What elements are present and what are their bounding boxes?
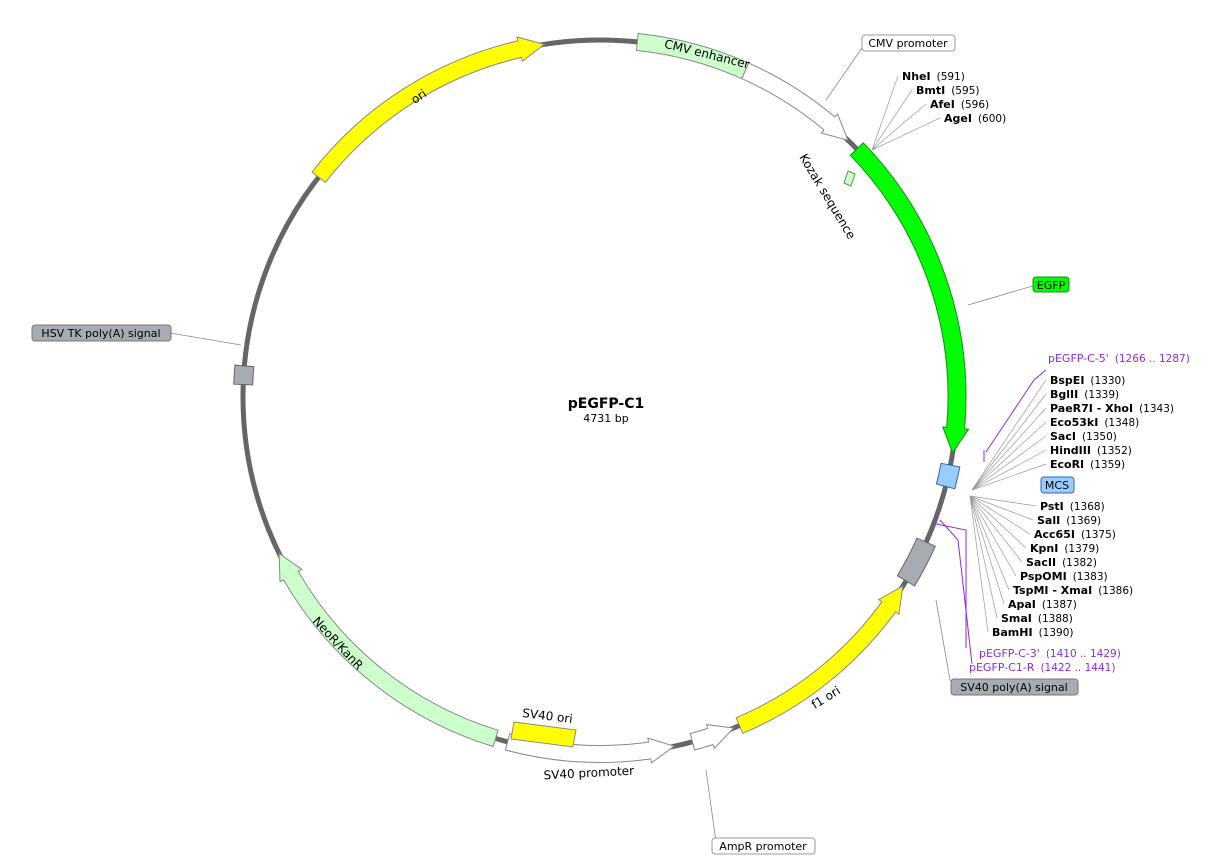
callout-mcs[interactable]: MCS [1040, 476, 1075, 494]
callout-lines [169, 43, 1037, 843]
site-leader-line [969, 495, 998, 619]
site-leader-line [971, 379, 1047, 491]
callout-cmv-promoter[interactable]: CMV promoter [861, 34, 956, 52]
site-leader-line [971, 463, 1047, 491]
site-label-psti: PstI(1368) [1040, 500, 1105, 513]
site-leader-line [969, 495, 989, 633]
site-leader-line [871, 75, 899, 151]
feature-neor-kanr[interactable] [278, 552, 499, 748]
feature-sv40-ori[interactable] [510, 721, 577, 748]
site-label-bamhi: BamHI(1390) [992, 626, 1074, 639]
label-neor-kanr: NeoR/KanR [310, 614, 366, 673]
site-label-kpni: KpnI(1379) [1030, 542, 1099, 555]
label-egfp: EGFP [1037, 279, 1066, 292]
callout-hsv-tk-polya[interactable]: HSV TK poly(A) signal [31, 324, 172, 342]
site-label-paer7i-xhoi: PaeR7I - XhoI(1343) [1050, 402, 1174, 415]
primer-label-pegfp-c-5: pEGFP-C-5'(1266 .. 1287) [1048, 352, 1190, 365]
site-label-afei: AfeI(596) [930, 98, 989, 111]
site-label-saci: SacI(1350) [1050, 430, 1117, 443]
label-ampr-promoter: AmpR promoter [719, 840, 807, 853]
site-label-bspei: BspEI(1330) [1050, 374, 1125, 387]
callout-egfp[interactable]: EGFP [1032, 276, 1070, 293]
site-label-tspmi-xmai: TspMI - XmaI(1386) [1013, 584, 1133, 597]
feature-mcs[interactable] [935, 462, 961, 490]
site-leader-line [969, 495, 1037, 507]
site-label-sali: SalI(1369) [1037, 514, 1101, 527]
label-sv40-polya: SV40 poly(A) signal [960, 681, 1067, 694]
site-label-apai: ApaI(1387) [1008, 598, 1077, 611]
site-label-bmti: BmtI(595) [916, 84, 979, 97]
plasmid-name: pEGFP-C1 [568, 396, 644, 412]
site-leader-line [871, 117, 941, 151]
site-leader-line [871, 89, 913, 151]
plasmid-length: 4731 bp [583, 412, 628, 425]
site-label-agei: AgeI(600) [944, 112, 1006, 125]
site-label-hindiii: HindIII(1352) [1050, 444, 1132, 457]
label-hsv-tk-polya: HSV TK poly(A) signal [41, 327, 160, 340]
label-kozak: Kozak sequence [796, 151, 858, 241]
feature-egfp[interactable] [849, 142, 970, 454]
primer-label-pegfp-c-3-: pEGFP-C-3'(1410 .. 1429) [979, 647, 1121, 660]
label-sv40-promoter: SV40 promoter [543, 764, 634, 783]
feature-ampr-promoter[interactable] [689, 724, 735, 751]
label-mcs: MCS [1045, 479, 1069, 492]
site-leader-line [971, 435, 1047, 491]
site-leader-line [969, 495, 1010, 591]
site-label-bglii: BglII(1339) [1050, 388, 1119, 401]
primer-leader-lines [935, 369, 1047, 665]
feature-kozak[interactable] [843, 170, 856, 187]
feature-hsv-tk-polya[interactable] [233, 364, 255, 386]
label-sv40-ori: SV40 ori [522, 706, 574, 726]
site-leader-line [971, 421, 1047, 491]
feature-f1-ori[interactable] [735, 585, 904, 735]
feature-sv40-polya[interactable] [896, 537, 936, 587]
site-leader-line [871, 103, 927, 151]
site-leader-line [969, 495, 1034, 521]
site-leader-line [971, 449, 1047, 491]
site-label-acc65i: Acc65I(1375) [1034, 528, 1116, 541]
feature-cmv-promoter[interactable] [741, 62, 849, 141]
site-leader-line [971, 393, 1047, 491]
site-leader-line [969, 495, 1027, 549]
callout-ampr-promoter[interactable]: AmpR promoter [711, 837, 816, 855]
site-label-ecori: EcoRI(1359) [1050, 458, 1125, 471]
site-label-nhei: NheI(591) [902, 70, 965, 83]
site-label-eco53ki: Eco53kI(1348) [1050, 416, 1139, 429]
site-leader-line [969, 495, 1017, 577]
label-cmv-promoter: CMV promoter [868, 37, 948, 50]
primer-label-pegfp-c1-r: pEGFP-C1-R(1422 .. 1441) [969, 661, 1115, 674]
site-leader-line [969, 495, 1031, 535]
site-label-sacii: SacII(1382) [1026, 556, 1097, 569]
site-label-pspomi: PspOMI(1383) [1020, 570, 1108, 583]
callout-sv40-polya[interactable]: SV40 poly(A) signal [950, 678, 1079, 696]
site-leader-line [969, 495, 1023, 563]
site-label-smai: SmaI(1388) [1001, 612, 1073, 625]
restriction-site-labels: NheI(591)BmtI(595)AfeI(596)AgeI(600) pEGF… [902, 70, 1190, 674]
site-leader-line [969, 495, 1005, 605]
site-leader-line [971, 407, 1047, 491]
site-leader-lines [871, 75, 1047, 633]
feature-ori[interactable] [311, 36, 546, 184]
